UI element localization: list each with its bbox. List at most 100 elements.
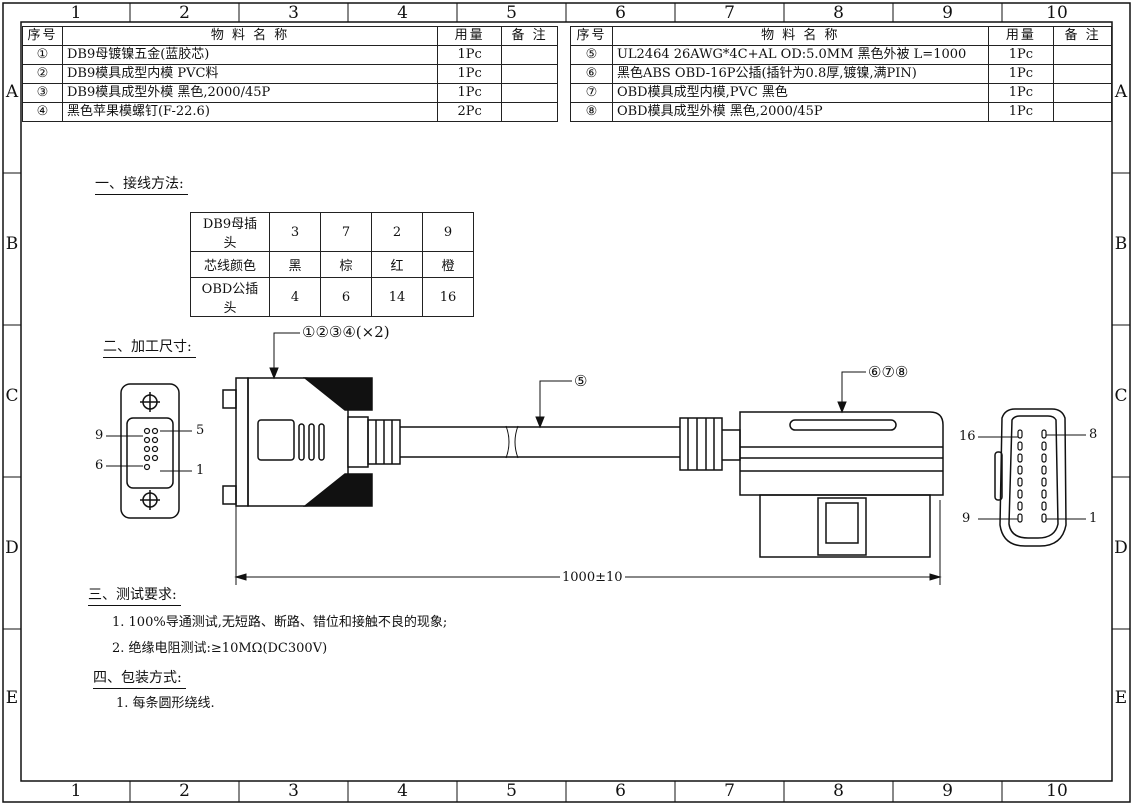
bom-row: ⑧ OBD模具成型外模 黑色,2000/45P 1Pc: [570, 102, 1112, 122]
bom-remark: [1053, 102, 1112, 122]
zone-col-3: 3: [288, 781, 299, 801]
callout-cable: ⑤: [574, 372, 588, 390]
zone-col-7: 7: [724, 3, 735, 23]
wiring-cell: 9: [422, 212, 474, 252]
zone-col-10: 10: [1046, 781, 1068, 801]
wiring-cell: 红: [371, 251, 423, 278]
zone-col-2: 2: [179, 3, 190, 23]
bom-header-seq: 序号: [570, 26, 613, 46]
zone-row-e: E: [1114, 688, 1128, 708]
section-title-dimensions: 二、加工尺寸:: [103, 336, 196, 358]
bom-remark: [1053, 45, 1112, 65]
callout-obd-parts: ⑥⑦⑧: [868, 363, 909, 381]
wiring-cell: 棕: [320, 251, 372, 278]
bom-seq: ⑦: [570, 83, 613, 103]
bom-row: ③ DB9模具成型外模 黑色,2000/45P 1Pc: [22, 83, 558, 103]
zone-col-10: 10: [1046, 3, 1068, 23]
wiring-cell: 14: [371, 277, 423, 317]
wiring-cell: 16: [422, 277, 474, 317]
wiring-table: DB9母插头 3 7 2 9 芯线颜色 黑 棕 红 橙 OBD公插头 4 6 1…: [190, 212, 474, 317]
bom-header-row: 序号 物 料 名 称 用量 备 注: [570, 26, 1112, 46]
zone-col-7: 7: [724, 781, 735, 801]
zone-col-5: 5: [506, 781, 517, 801]
bom-name: 黑色苹果模螺钉(F-22.6): [61, 102, 439, 122]
zone-row-c: C: [5, 386, 19, 406]
bom-name: 黑色ABS OBD-16P公插(插针为0.8厚,镀镍,满PIN): [611, 64, 989, 84]
wiring-cell: 6: [320, 277, 372, 317]
bom-header-seq: 序号: [22, 26, 63, 46]
db9-pin-6-label: 6: [95, 458, 104, 473]
bom-qty: 1Pc: [987, 102, 1055, 122]
bom-header-row: 序号 物 料 名 称 用量 备 注: [22, 26, 558, 46]
section-title-packing: 四、包装方式:: [93, 667, 186, 689]
bom-qty: 1Pc: [987, 64, 1055, 84]
bom-seq: ③: [22, 83, 63, 103]
zone-col-5: 5: [506, 3, 517, 23]
wiring-cell: 橙: [422, 251, 474, 278]
bom-row: ② DB9模具成型内模 PVC料 1Pc: [22, 64, 558, 84]
zone-col-2: 2: [179, 781, 190, 801]
zone-col-8: 8: [833, 3, 844, 23]
wiring-row: OBD公插头 4 6 14 16: [190, 277, 474, 317]
zone-row-d: D: [5, 538, 19, 558]
obd-pin-8-label: 8: [1089, 427, 1098, 442]
wiring-cell: 2: [371, 212, 423, 252]
obd-front-view: [978, 408, 1086, 547]
test-requirement-2: 2. 绝缘电阻测试:≥10MΩ(DC300V): [112, 641, 328, 656]
bom-row: ① DB9母镀镍五金(蓝胶芯) 1Pc: [22, 45, 558, 65]
zone-row-a: A: [1114, 82, 1128, 102]
bom-name: DB9模具成型内模 PVC料: [61, 64, 439, 84]
bom-header-name: 物 料 名 称: [61, 26, 439, 46]
column-ticks: [129, 3, 1003, 802]
zone-row-b: B: [5, 234, 19, 254]
zone-row-d: D: [1114, 538, 1128, 558]
bom-header-qty: 用量: [987, 26, 1055, 46]
bom-seq: ⑥: [570, 64, 613, 84]
section-title-wiring: 一、接线方法:: [95, 173, 188, 195]
zone-col-4: 4: [397, 3, 408, 23]
wiring-row: 芯线颜色 黑 棕 红 橙: [190, 251, 474, 278]
bom-header-remark: 备 注: [501, 26, 558, 46]
bom-header-name: 物 料 名 称: [611, 26, 989, 46]
zone-col-8: 8: [833, 781, 844, 801]
zone-col-3: 3: [288, 3, 299, 23]
dimension-length: 1000±10: [560, 570, 625, 585]
db9-pin-1-label: 1: [196, 463, 205, 478]
zone-row-e: E: [5, 688, 19, 708]
zone-row-c: C: [1114, 386, 1128, 406]
bom-row: ⑤ UL2464 26AWG*4C+AL OD:5.0MM 黑色外被 L=100…: [570, 45, 1112, 65]
bom-name: UL2464 26AWG*4C+AL OD:5.0MM 黑色外被 L=1000: [611, 45, 989, 65]
bom-header-qty: 用量: [437, 26, 503, 46]
bom-seq: ②: [22, 64, 63, 84]
bom-qty: 1Pc: [987, 45, 1055, 65]
obd-pin-9-label: 9: [962, 511, 971, 526]
db9-front-view: [106, 383, 192, 519]
zone-row-a: A: [5, 82, 19, 102]
db9-pin-9-label: 9: [95, 428, 104, 443]
zone-col-6: 6: [615, 781, 626, 801]
wiring-row-label: 芯线颜色: [190, 251, 270, 278]
bom-row: ⑥ 黑色ABS OBD-16P公插(插针为0.8厚,镀镍,满PIN) 1Pc: [570, 64, 1112, 84]
callout-db9-parts: ①②③④(×2): [302, 323, 390, 341]
bom-remark: [501, 64, 558, 84]
db9-pin-5-label: 5: [196, 423, 205, 438]
bom-table-right: 序号 物 料 名 称 用量 备 注 ⑤ UL2464 26AWG*4C+AL O…: [570, 26, 1112, 122]
bom-table-left: 序号 物 料 名 称 用量 备 注 ① DB9母镀镍五金(蓝胶芯) 1Pc ② …: [22, 26, 558, 122]
bom-seq: ⑤: [570, 45, 613, 65]
test-requirement-1: 1. 100%导通测试,无短路、断路、错位和接触不良的现象;: [112, 615, 448, 630]
bom-remark: [501, 45, 558, 65]
bom-qty: 1Pc: [437, 45, 503, 65]
bom-qty: 2Pc: [437, 102, 503, 122]
row-ticks: [3, 172, 1130, 630]
obd-pin-1-label: 1: [1089, 511, 1098, 526]
section-title-test: 三、测试要求:: [88, 584, 181, 606]
bom-remark: [501, 102, 558, 122]
bom-seq: ①: [22, 45, 63, 65]
wiring-cell: 3: [269, 212, 321, 252]
wiring-row-label: OBD公插头: [190, 277, 270, 317]
wiring-row: DB9母插头 3 7 2 9: [190, 212, 474, 252]
wiring-cell: 黑: [269, 251, 321, 278]
bom-row: ④ 黑色苹果模螺钉(F-22.6) 2Pc: [22, 102, 558, 122]
bom-name: DB9母镀镍五金(蓝胶芯): [61, 45, 439, 65]
